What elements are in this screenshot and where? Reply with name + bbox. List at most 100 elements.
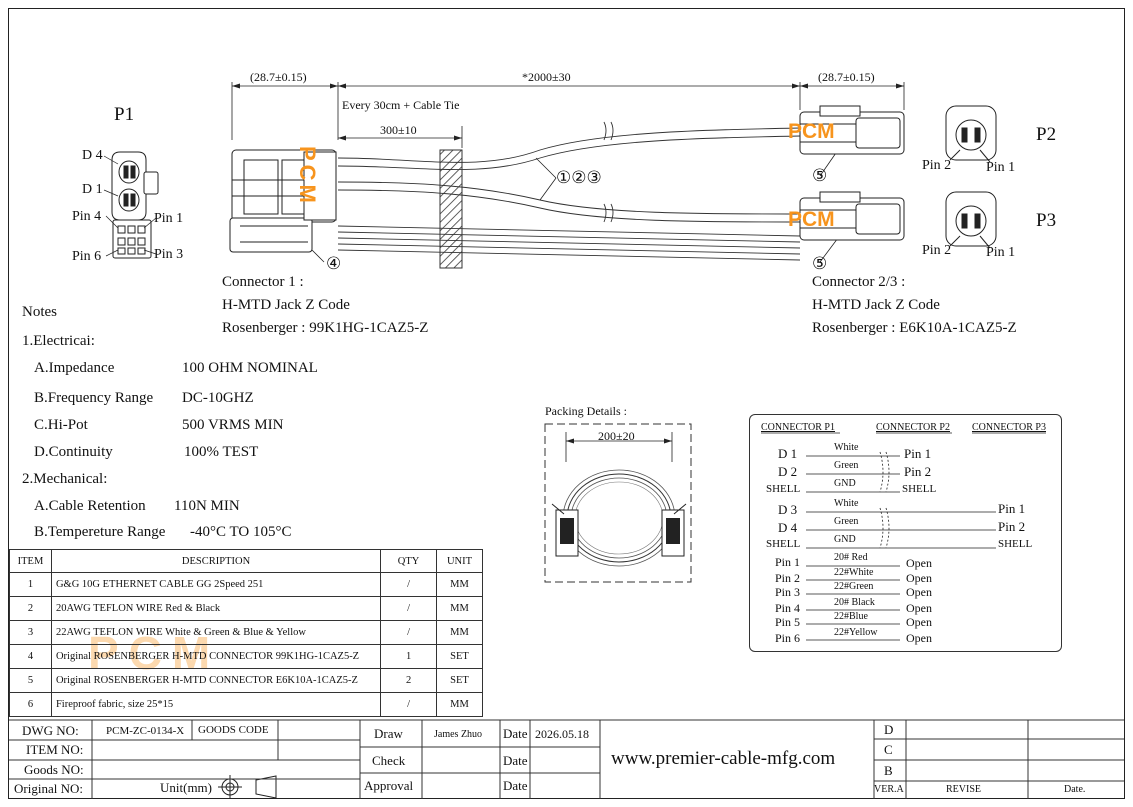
p1-leaders — [103, 155, 157, 257]
p1-face — [111, 151, 159, 259]
wire-right: Pin 2 — [904, 464, 932, 479]
watermark-pcm-connector2: PCM — [788, 120, 835, 143]
wire-color: 22#Blue — [834, 611, 868, 622]
note-hipot-value: 500 VRMS MIN — [182, 417, 284, 433]
wire-left: D 4 — [778, 520, 798, 535]
watermark-pcm-connector3: PCM — [788, 208, 835, 231]
bom-header-description: DESCRIPTION — [50, 549, 382, 573]
draw-name: James Zhuo — [434, 729, 483, 740]
draw-label: Draw — [374, 726, 403, 741]
break-marks — [603, 121, 614, 223]
wire-right: Open — [906, 571, 932, 585]
bom-unit: SET — [436, 668, 483, 693]
wire-right: Open — [906, 631, 932, 645]
note-temperature-value: -40°C TO 105°C — [190, 524, 292, 540]
connector1-title: Connector 1 : — [222, 274, 304, 290]
wire-left: Pin 2 — [775, 571, 801, 585]
bom-desc: G&G 10G ETHERNET CABLE GG 2Speed 251 — [50, 572, 382, 597]
table-row: 5 Original ROSENBERGER H-MTD CONNECTOR E… — [9, 668, 483, 693]
note-impedance-key: A.Impedance — [34, 360, 115, 376]
wire-left: Pin 3 — [775, 585, 801, 599]
balloon-4: ④ — [326, 254, 342, 273]
p1-d1-label: D 1 — [82, 182, 103, 197]
revise-label: REVISE — [946, 784, 981, 795]
connector1-part: Rosenberger : 99K1HG-1CAZ5-Z — [222, 320, 429, 336]
wire-right: Pin 1 — [904, 446, 932, 461]
bom-header-unit: UNIT — [436, 549, 483, 573]
watermark-pcm-connector1: PCM — [295, 146, 320, 207]
wire-left: Pin 6 — [775, 631, 801, 645]
bom-item: 1 — [9, 572, 52, 597]
connector-2-body — [799, 105, 905, 155]
table-row: 1 G&G 10G ETHERNET CABLE GG 2Speed 251 /… — [9, 572, 483, 597]
connector1-type: H-MTD Jack Z Code — [222, 297, 350, 313]
wire-color: White — [834, 442, 859, 453]
p2-pin2-label: Pin 2 — [922, 158, 952, 173]
note-frequency-value: DC-10GHZ — [182, 390, 254, 406]
dim-right-connector: (28.7±0.15) — [818, 70, 875, 84]
connector23-title: Connector 2/3 : — [812, 274, 906, 290]
note-temperature-key: B.Tempereture Range — [34, 524, 166, 540]
table-row: 3 22AWG TEFLON WIRE White & Green & Blue… — [9, 620, 483, 645]
date-label-approval: Date — [503, 778, 528, 793]
table-row: 2 20AWG TEFLON WIRE Red & Black / MM — [9, 596, 483, 621]
wire-left: Pin 5 — [775, 615, 801, 629]
packing-title: Packing Details : — [545, 404, 627, 418]
wiring-diagram — [749, 414, 1062, 652]
bom-desc: Fireproof fabric, size 25*15 — [50, 692, 382, 717]
p1-d4-label: D 4 — [82, 148, 103, 163]
wire-left: D 3 — [778, 502, 798, 517]
connector-1-body — [229, 149, 337, 253]
date-value: 2026.05.18 — [535, 727, 589, 741]
packing-dimension: 200±20 — [598, 429, 635, 443]
bom-header-item: ITEM — [9, 549, 52, 573]
wire-right: Open — [906, 556, 932, 570]
bom-desc: 22AWG TEFLON WIRE White & Green & Blue &… — [50, 620, 382, 645]
cable-tie-note: Every 30cm + Cable Tie — [342, 98, 460, 112]
wire-color: GND — [834, 534, 856, 545]
bom-item: 3 — [9, 620, 52, 645]
bom-unit: MM — [436, 620, 483, 645]
bom-qty: 1 — [380, 644, 438, 669]
bom-desc: Original ROSENBERGER H-MTD CONNECTOR 99K… — [50, 644, 382, 669]
note-continuity-value: 100% TEST — [184, 444, 259, 460]
p1-label: P1 — [114, 104, 135, 125]
wire-color: 22#Green — [834, 581, 874, 592]
bom-item: 2 — [9, 596, 52, 621]
wire-left: D 2 — [778, 464, 798, 479]
p2-pin1-label: Pin 1 — [986, 160, 1016, 175]
projection-symbol — [218, 775, 277, 799]
bom-desc: 20AWG TEFLON WIRE Red & Black — [50, 596, 382, 621]
bom-qty: / — [380, 572, 438, 597]
wire-left: SHELL — [766, 538, 801, 550]
balloon-5-top: ⑤ — [812, 166, 828, 185]
bom-unit: MM — [436, 572, 483, 597]
p3-label: P3 — [1036, 210, 1057, 231]
wire-left: D 1 — [778, 446, 798, 461]
wire-left: SHELL — [766, 483, 801, 495]
note-continuity-key: D.Continuity — [34, 444, 113, 460]
wire-color: White — [834, 498, 859, 509]
bom-unit: MM — [436, 596, 483, 621]
p1-pin3-label: Pin 3 — [154, 247, 184, 262]
ver-label: VER.A — [874, 784, 904, 795]
bom-unit: MM — [436, 692, 483, 717]
dim-fabric: 300±10 — [380, 123, 417, 137]
date-label-draw: Date — [503, 726, 528, 741]
table-row: 6 Fireproof fabric, size 25*15 / MM — [9, 692, 483, 717]
wire-color: Green — [834, 460, 859, 471]
wire-right: Open — [906, 585, 932, 599]
p1-pin6-label: Pin 6 — [72, 249, 102, 264]
cable-bundle — [337, 127, 801, 261]
bom-qty: / — [380, 596, 438, 621]
p3-pin2-label: Pin 2 — [922, 243, 952, 258]
wire-right: Pin 1 — [998, 501, 1026, 516]
wire-left: Pin 4 — [775, 601, 801, 615]
wiring-header-p3: CONNECTOR P3 — [972, 422, 1046, 433]
bom-item: 4 — [9, 644, 52, 669]
dim-left-connector: (28.7±0.15) — [250, 70, 307, 84]
bom-qty: / — [380, 620, 438, 645]
bom-qty: 2 — [380, 668, 438, 693]
approval-label: Approval — [364, 778, 414, 793]
